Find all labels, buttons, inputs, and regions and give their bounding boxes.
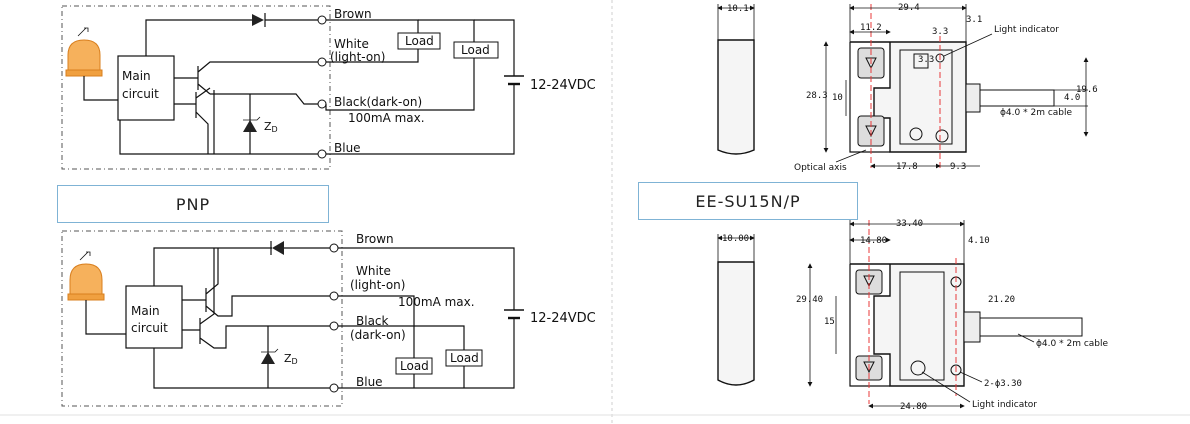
main-label-2: circuit bbox=[122, 87, 159, 101]
pnp-label-box: PNP bbox=[57, 185, 329, 223]
main-label-1: Main bbox=[122, 69, 151, 83]
dim-hole-w-top: 3.3 bbox=[932, 27, 948, 37]
dim-left-w-top: 11.2 bbox=[860, 23, 882, 33]
dim-bottom-w: 24.80 bbox=[900, 402, 927, 412]
pnp-label: PNP bbox=[175, 194, 211, 214]
terminal-brown bbox=[317, 15, 327, 25]
dim-total-w-bottom: 33.40 bbox=[896, 219, 923, 229]
optical-axis-label: Optical axis bbox=[794, 163, 847, 173]
zd-label-bottom: ZD bbox=[284, 352, 298, 366]
cable-label-bottom: ϕ4.0 * 2m cable bbox=[1036, 339, 1109, 349]
load-label-2-bottom: Load bbox=[450, 351, 479, 365]
transistor-2 bbox=[174, 87, 211, 154]
load-box-2 bbox=[453, 41, 499, 59]
light-indicator-label-top: Light indicator bbox=[994, 25, 1059, 35]
load-label-1-bottom: Load bbox=[400, 359, 429, 373]
current-label-top: 100mA max. bbox=[348, 111, 425, 125]
supply-label-top: 12-24VDC bbox=[530, 78, 596, 93]
dim-side-w-top: 10.1 bbox=[727, 4, 749, 14]
transistor-2-bottom bbox=[182, 248, 330, 349]
transistor-1-bottom bbox=[182, 248, 330, 317]
terminal-black bbox=[317, 99, 327, 109]
terminal-blue bbox=[317, 149, 327, 159]
wire-white-sub: (light-on) bbox=[330, 50, 385, 64]
main-label-2-bottom: circuit bbox=[131, 321, 168, 335]
wire-blue-label: Blue bbox=[334, 141, 361, 155]
wire-black-label-bottom: Black bbox=[356, 314, 389, 328]
terminal-black-bottom bbox=[329, 321, 339, 331]
terminal-brown-bottom bbox=[329, 243, 339, 253]
dim-h2-bottom: 21.20 bbox=[988, 295, 1015, 305]
wire-blue-label-bottom: Blue bbox=[356, 375, 383, 389]
zener-icon-bottom bbox=[261, 352, 275, 364]
dim-left-w-bottom: 14.80 bbox=[860, 236, 887, 246]
supply-label-bottom: 12-24VDC bbox=[530, 311, 596, 326]
dim-height-top: 28.3 bbox=[806, 91, 828, 101]
terminal-blue-bottom bbox=[329, 383, 339, 393]
side-view-top bbox=[717, 39, 755, 155]
dim-d2-top: 9.3 bbox=[950, 162, 966, 172]
dim-total-h-top: 19.6 bbox=[1076, 85, 1098, 95]
dimension-drawing-top: 10.1 29.4 11.2 3.3 3.1 3.3 Light indicat… bbox=[717, 3, 1098, 173]
load-label-2: Load bbox=[461, 43, 490, 57]
model-label-box: EE-SU15N/P bbox=[638, 182, 858, 220]
sensor-boundary bbox=[61, 5, 331, 170]
model-label: EE-SU15N/P bbox=[695, 191, 801, 211]
dim-d1-top: 17.8 bbox=[896, 162, 918, 172]
terminal-white bbox=[317, 57, 327, 67]
dim-side-w-bottom: 10.00 bbox=[722, 234, 749, 244]
led-icon-bottom bbox=[67, 251, 105, 301]
side-view-bottom bbox=[717, 261, 755, 386]
wire-white-label: White bbox=[334, 37, 369, 51]
dim-right-off-bottom: 4.10 bbox=[968, 236, 990, 246]
dim-right-off-top: 3.1 bbox=[966, 15, 982, 25]
led-icon bbox=[65, 27, 103, 77]
pnp-circuit-bottom: Main circuit Brown White (light-on) 100m… bbox=[61, 230, 596, 407]
cable-label-top: ϕ4.0 * 2m cable bbox=[1000, 108, 1073, 118]
load-label-1: Load bbox=[405, 34, 434, 48]
wire-brown-label-bottom: Brown bbox=[356, 232, 394, 246]
dim-gap-top: 10 bbox=[832, 93, 843, 103]
dim-hole-h-top: 3.3 bbox=[918, 55, 934, 65]
dim-gap-bottom: 15 bbox=[824, 317, 835, 327]
zener-icon bbox=[243, 120, 257, 132]
load-box-1 bbox=[397, 32, 441, 50]
main-label-1-bottom: Main bbox=[131, 304, 160, 318]
diode-icon-bottom bbox=[272, 241, 284, 255]
diode-icon bbox=[252, 14, 264, 26]
dim-height-bottom: 29.40 bbox=[796, 295, 823, 305]
current-label-bottom: 100mA max. bbox=[398, 295, 475, 309]
zd-label: ZD bbox=[264, 120, 278, 134]
pnp-circuit-top: Main circuit Brown White (light-on) Blac… bbox=[61, 5, 596, 170]
main-circuit-box-bottom bbox=[125, 285, 183, 349]
light-indicator-label-bottom: Light indicator bbox=[972, 400, 1037, 410]
wire-black-sub-bottom: (dark-on) bbox=[350, 328, 406, 342]
dim-total-w-top: 29.4 bbox=[898, 3, 920, 13]
wire-brown-label: Brown bbox=[334, 7, 372, 21]
main-circuit-box bbox=[117, 55, 175, 121]
transistor-1 bbox=[174, 61, 318, 95]
wire-black-label: Black(dark-on) bbox=[334, 95, 422, 109]
dim-cable-h-top: 4.0 bbox=[1064, 93, 1080, 103]
terminal-white-bottom bbox=[329, 291, 339, 301]
holes-label-bottom: 2-ϕ3.30 bbox=[984, 379, 1022, 389]
wire-white-label-bottom: White bbox=[356, 264, 391, 278]
dimension-drawing-bottom: 10.00 33.40 14.80 4.10 29.40 15 21.20 ϕ4… bbox=[717, 219, 1109, 412]
wire-white-sub-bottom: (light-on) bbox=[350, 278, 405, 292]
sensor-boundary-bottom bbox=[61, 230, 343, 407]
